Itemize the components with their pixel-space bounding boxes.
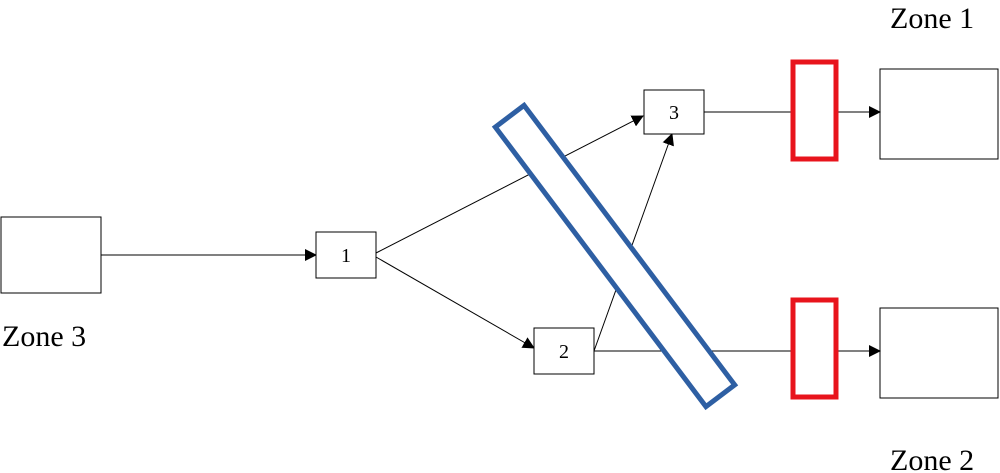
zone-2-box [879, 307, 999, 399]
node-1-label: 1 [341, 245, 351, 267]
screenline-zone1 [790, 59, 839, 162]
link-node2-to-node3 [593, 133, 674, 352]
zone-3-label: Zone 3 [2, 320, 86, 353]
link-node1-to-node2 [375, 256, 535, 349]
cordon-bar [491, 101, 739, 411]
link-node1-to-node3 [375, 115, 644, 254]
screenline-zone2 [790, 297, 839, 400]
node-3: 3 [643, 89, 705, 135]
zone-1-box [879, 68, 999, 160]
node-1: 1 [315, 231, 377, 279]
zone-1-label: Zone 1 [890, 2, 974, 35]
node-2: 2 [533, 327, 595, 375]
node-3-label: 3 [669, 102, 679, 124]
zone-3-box [0, 216, 102, 294]
node-2-label: 2 [559, 341, 569, 363]
zone-2-label: Zone 2 [890, 444, 974, 473]
